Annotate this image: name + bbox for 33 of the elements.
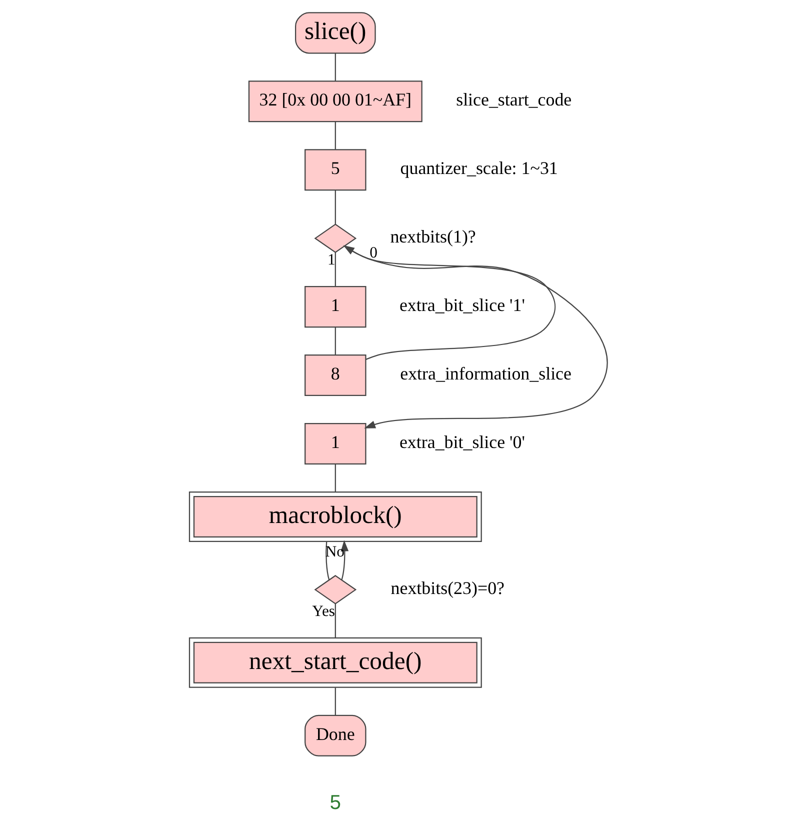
node-diamond [314, 224, 356, 254]
connector [334, 688, 336, 716]
node-diamond [314, 574, 356, 604]
node-label: slice_start_code [456, 90, 572, 110]
edge-label: Yes [312, 602, 335, 620]
node-label: extra_information_slice [400, 364, 571, 384]
node-label: nextbits(23)=0? [390, 578, 504, 598]
connector [334, 464, 336, 492]
edge-label: 1 [327, 252, 335, 269]
arrow [340, 540, 348, 580]
node-box: 32 [0x 00 00 01~AF] [248, 80, 422, 122]
connector [334, 122, 336, 150]
node-box: Done [304, 714, 366, 756]
node-label: extra_bit_slice '0' [398, 432, 524, 452]
node-box: 5 [304, 149, 366, 191]
connector [334, 252, 336, 286]
connector [334, 327, 336, 355]
node-label: quantizer_scale: 1~31 [400, 158, 558, 178]
node-label: nextbits(1)? [390, 226, 476, 247]
connector [334, 53, 336, 81]
node-label: extra_bit_slice '1' [398, 295, 524, 316]
node-box: 1 [304, 286, 366, 328]
connector [334, 190, 336, 224]
node-box: 8 [304, 354, 366, 396]
label: 5 [329, 792, 341, 814]
node-box: next_start_code() [188, 637, 482, 688]
arrow [342, 245, 556, 360]
node-box: macroblock() [188, 491, 482, 542]
edge-label: 0 [369, 244, 377, 262]
arrow [344, 246, 608, 428]
node-box: 1 [304, 423, 366, 465]
node-box: slice() [294, 12, 376, 54]
connector [334, 604, 336, 638]
